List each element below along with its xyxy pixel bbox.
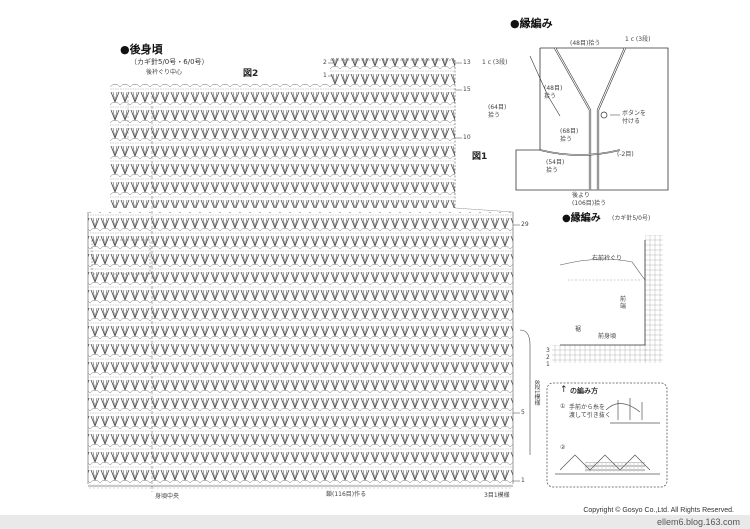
back-title: ●後身頃: [120, 43, 163, 56]
edge-row-3: 3: [546, 347, 550, 354]
fig1-label: 図1: [472, 152, 488, 162]
pick-54: (54目) 拾う: [546, 159, 565, 174]
copyright-text: Copyright © Gosyo Co.,Ltd. All Rights Re…: [583, 507, 734, 514]
back-center-label: 身頃中央: [155, 493, 180, 500]
chain-count-label: 鎖(116目)作る: [326, 491, 367, 498]
edging-detail-hook: (カギ針5/0号): [612, 215, 651, 222]
minus-2: (-2目): [617, 151, 634, 158]
pick-64: (64目) 拾う: [488, 104, 507, 119]
legend-step2-num: ②: [560, 444, 566, 451]
edging-detail-chart: [552, 235, 663, 363]
back-neck-center-label: 後衿ぐり中心: [146, 69, 183, 76]
pick-68: (68目) 拾う: [560, 128, 579, 143]
back-lower-chart: [88, 212, 513, 484]
edging-title: ●縁編み: [510, 17, 553, 30]
repeat-box: [91, 239, 151, 275]
row-label-29: 29: [521, 221, 529, 228]
slip-stitch-symbol-icon: ↑: [560, 385, 568, 395]
back-upper-chart: [110, 58, 455, 208]
legend-title: の編み方: [570, 387, 598, 395]
pick-48-left: (48目) 拾う: [544, 85, 563, 100]
edging-schematic: [515, 47, 669, 191]
foundation-chain: [88, 484, 513, 489]
front-body-label: 前身頃: [598, 333, 617, 340]
right-neck-label: 右前衿ぐり: [592, 255, 623, 262]
legend-box: [546, 382, 668, 488]
legend-step1-illustration: [605, 398, 660, 424]
row-label-15: 15: [463, 86, 471, 93]
one-c-right: 1 c (3段): [625, 36, 651, 43]
legend-step1-num: ①: [560, 403, 566, 410]
front-edge-label: 前 端: [620, 296, 627, 311]
button-note: ボタンを 付ける: [622, 110, 647, 125]
blog-watermark: ellem6.blog.163.com: [656, 517, 740, 527]
row-label-10: 10: [463, 134, 471, 141]
edge-row-1: 1: [546, 361, 550, 368]
back-hook-note: （カギ針5/0号・6/0号）: [130, 58, 209, 66]
mark-1: 1: [323, 72, 327, 79]
fig2-label: 図2: [243, 69, 259, 79]
hem-label: 裾: [575, 326, 582, 333]
repeat-bracket: [519, 329, 531, 455]
edging-detail-title: ●縁編み: [562, 213, 601, 224]
one-c-left: 1 c (3段): [482, 59, 508, 66]
shoulder-outline: [330, 59, 456, 208]
footer-bar: [0, 515, 750, 529]
mark-2: 2: [323, 59, 327, 66]
pick-106: 後より (106目)拾う: [572, 192, 607, 207]
edge-row-2: 2: [546, 354, 550, 361]
row-label-5: 5: [521, 409, 525, 416]
row-label-13: 13: [463, 59, 471, 66]
pick-48-top: (48目)拾う: [570, 40, 601, 47]
legend-step1-text: 手前から糸を 渡して引き抜く: [569, 404, 611, 419]
row-label-pattern: 8段1模様: [533, 380, 540, 406]
three-stitch-label: 3目1模様: [484, 492, 510, 499]
legend-step2-illustration: [555, 454, 660, 475]
row-label-1: 1: [521, 477, 525, 484]
